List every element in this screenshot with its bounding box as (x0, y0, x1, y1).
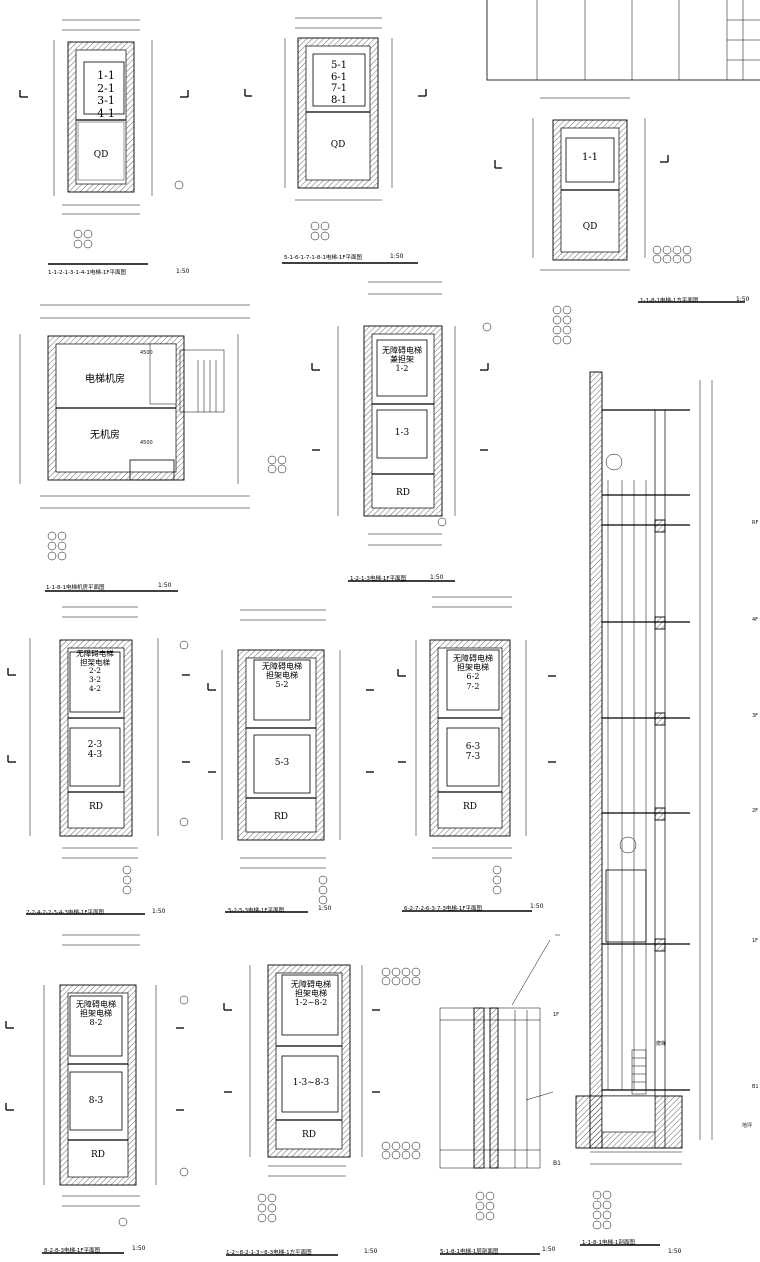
plan-5-title: 1-2-1-3电梯-1F平面图 (350, 576, 407, 582)
plan-5-scale: 1:50 (430, 574, 444, 581)
plan-4-room-1: 电梯机房 (85, 374, 125, 385)
plan-3-car-label: 1-1 (581, 152, 599, 163)
plan-4-note-2: 4500 (140, 440, 153, 446)
plan-1-title: 1-1-2-1-3-1-4-1电梯-1F平面图 (48, 270, 127, 276)
plan-8-scale: 1:50 (530, 903, 544, 910)
plan-2-title: 5-1-6-1-7-1-8-1电梯-1F平面图 (284, 255, 363, 261)
section-2-level-2f: 2F (752, 808, 759, 814)
plan-9-car-1: 无障碍电梯 担架电梯 8-2 (76, 1000, 116, 1028)
plan-5-car-1: 无障碍电梯 兼担架 1-2 (382, 346, 422, 374)
section-2-title: 1-1-8-1电梯-1剖面图 (582, 1240, 635, 1246)
plan-7-pit-label: RD (274, 812, 288, 822)
section-1-scale: 1:50 (542, 1246, 556, 1253)
plan-8-title: 6-2-7-2-6-3-7-3电梯-1F平面图 (404, 906, 483, 912)
plan-1-scale: 1:50 (176, 268, 190, 275)
plan-8-pit-label: RD (463, 802, 477, 812)
plan-7-car-1: 无障碍电梯 担架电梯 5-2 (262, 662, 302, 690)
section-2-level-b1: B1 (752, 1084, 759, 1090)
section-2-level-ground: 地坪 (742, 1123, 753, 1129)
section-2-shaft (511, 371, 713, 1246)
plan-4-machine-room (19, 304, 287, 592)
plan-9-car-2: 8-3 (88, 1096, 104, 1106)
section-1-level-1f: 1F (553, 1012, 560, 1018)
plan-10-title: 1-2~8-2-1-3~8-3电梯-1方平面图 (226, 1250, 312, 1256)
plan-2-scale: 1:50 (390, 253, 404, 260)
plan-7-scale: 1:50 (318, 905, 332, 912)
plan-8-car-1: 无障碍电梯 担架电梯 6-2 7-2 (453, 654, 493, 691)
plan-6 (7, 606, 190, 915)
plan-6-car-1: 无障碍电梯 担架电梯 2-2 3-2 4-2 (76, 649, 114, 693)
plan-6-title: 2-2-4-2-2-3-4-3电梯-1F平面图 (26, 910, 105, 916)
plan-6-car-2: 2-3 4-3 (87, 740, 103, 761)
plan-8 (397, 596, 556, 912)
section-2-level-1f: 1F (752, 938, 759, 944)
plan-1 (19, 19, 189, 265)
plan-2-pit-label: QD (330, 140, 346, 150)
section-2-level-4f: 4F (752, 617, 759, 623)
section-2-stair-label: 爬梯 (656, 1041, 667, 1047)
section-1-title: 5-1-8-1电梯-1层剖面图 (440, 1249, 499, 1255)
plan-2 (244, 17, 427, 264)
plan-3-scale: 1:50 (736, 296, 750, 303)
plan-10-car-2: 1-3~8-3 (292, 1078, 330, 1088)
plan-9 (5, 934, 189, 1254)
plan-3-title: 1-1-8-1电梯-1方平面图 (640, 298, 699, 304)
plan-10-pit-label: RD (302, 1130, 316, 1140)
plan-4-scale: 1:50 (158, 582, 172, 589)
title-block (486, 0, 760, 81)
plan-4-note-1: 4500 (140, 350, 153, 356)
plan-7 (207, 609, 374, 913)
section-1-level-b1: B1 (553, 1160, 561, 1167)
plan-4-room-2: 无机房 (90, 430, 120, 441)
plan-10 (223, 964, 421, 1256)
plan-5-pit-label: RD (396, 488, 410, 498)
plan-10-car-1: 无障碍电梯 担架电梯 1-2~8-2 (291, 980, 331, 1008)
plan-5-car-2: 1-3 (394, 428, 410, 438)
plan-9-title: 8-2-8-3电梯-1F平面图 (44, 1248, 101, 1254)
plan-9-scale: 1:50 (132, 1245, 146, 1252)
section-1 (439, 1007, 541, 1255)
plan-6-pit-label: RD (89, 802, 103, 812)
section-2-level-rf: RF (752, 520, 759, 526)
plan-4-title: 1-1-8-1电梯机房平面图 (46, 585, 105, 591)
plan-7-car-2: 5-3 (274, 758, 290, 768)
plan-9-pit-label: RD (91, 1150, 105, 1160)
plan-3-pit-label: QD (582, 222, 598, 232)
plan-6-scale: 1:50 (152, 908, 166, 915)
section-2-scale: 1:50 (668, 1248, 682, 1255)
plan-5 (311, 281, 492, 582)
plan-3 (494, 97, 745, 345)
plan-10-scale: 1:50 (364, 1248, 378, 1255)
section-2-level-3f: 3F (752, 713, 759, 719)
plan-1-car-label: 1-1 2-1 3-1 4-1 (97, 69, 115, 120)
plan-1-pit-label: QD (93, 150, 109, 160)
plan-7-title: 5-2-5-3电梯-1F平面图 (228, 908, 285, 914)
plan-2-car-label: 5-1 6-1 7-1 8-1 (330, 60, 348, 106)
plan-8-car-2: 6-3 7-3 (465, 742, 481, 763)
